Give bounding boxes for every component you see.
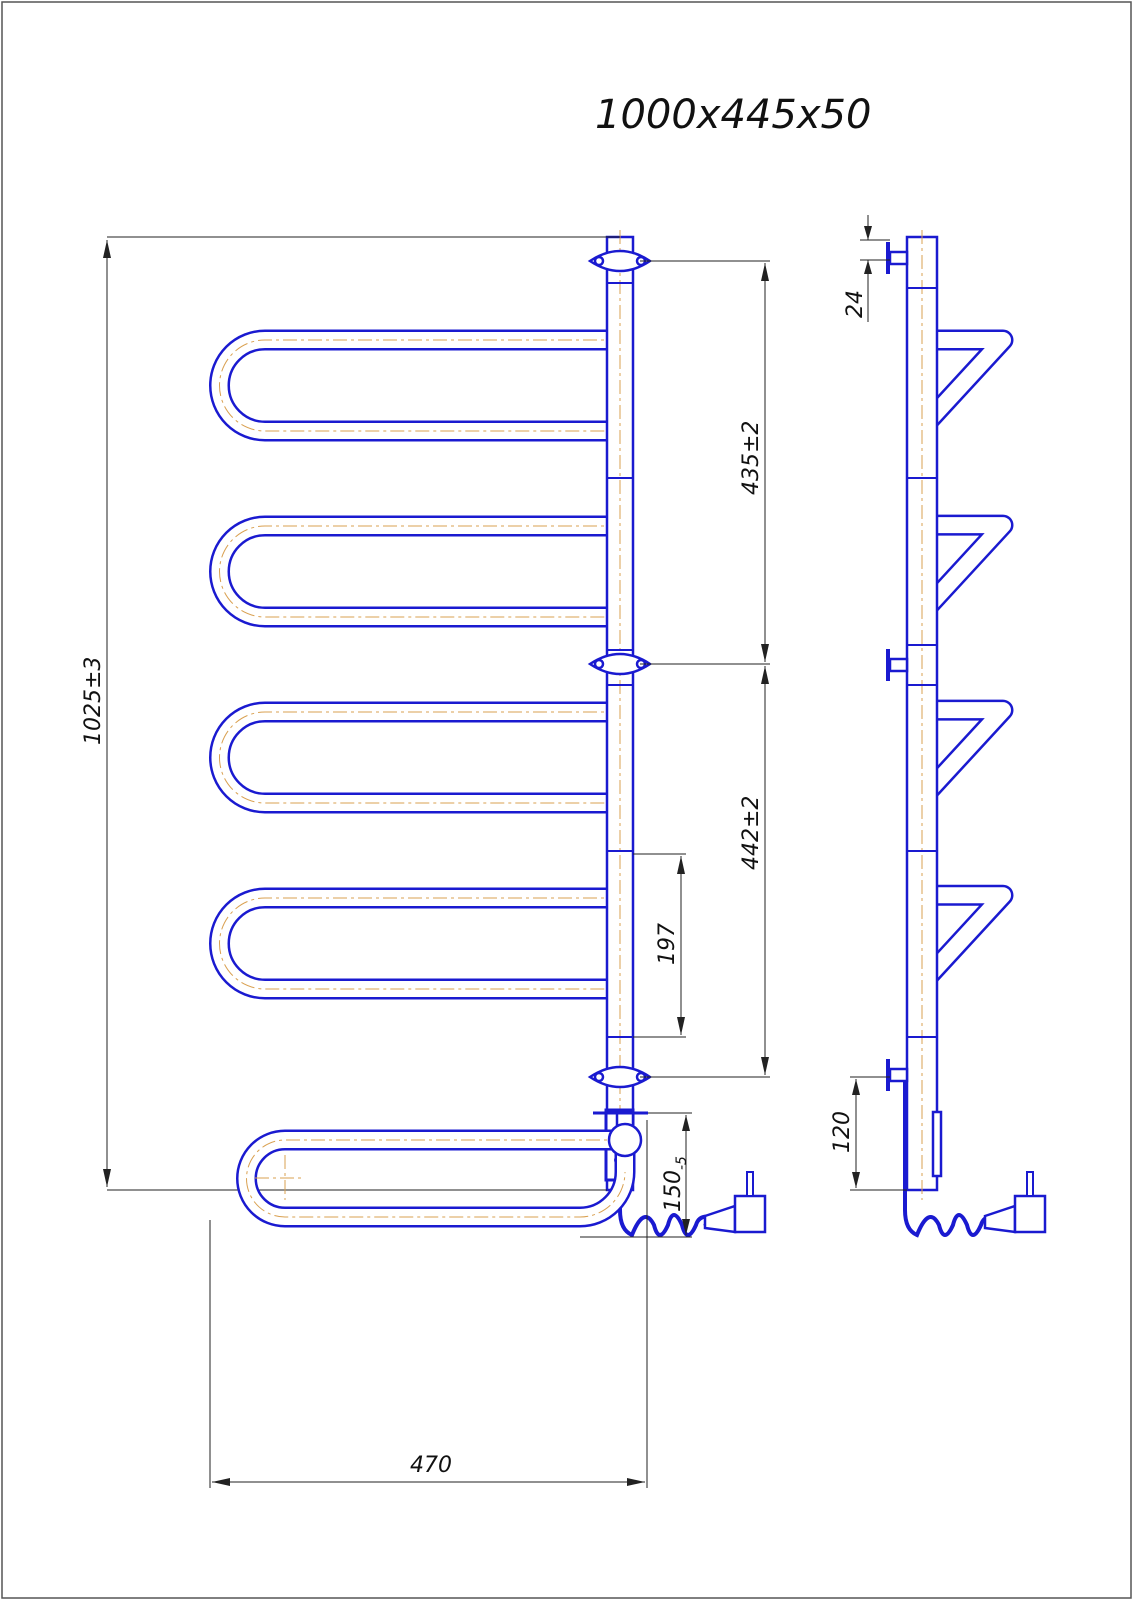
side-dimensions: 24 120 bbox=[830, 215, 907, 1191]
dim-lower-mount-spacing: 442±2 bbox=[739, 796, 764, 870]
plug-head bbox=[733, 1194, 767, 1234]
towel-loop bbox=[209, 329, 633, 442]
towel-loop bbox=[209, 701, 633, 814]
mount-pin bbox=[888, 250, 909, 266]
hook-inner bbox=[914, 702, 1011, 807]
dim-controller-height: 120 bbox=[830, 1111, 855, 1153]
dim-upper-mount-spacing: 435±2 bbox=[739, 421, 764, 495]
towel-loop-inner bbox=[211, 518, 630, 625]
towel-loop-inner bbox=[211, 704, 630, 811]
loop-centerline bbox=[219, 711, 622, 804]
loop-centerline bbox=[219, 339, 622, 432]
mount-pin bbox=[888, 657, 909, 673]
top-view: 150-5 470 bbox=[209, 1111, 692, 1488]
towel-loop bbox=[209, 887, 633, 1000]
riser-section bbox=[607, 1122, 643, 1158]
dim-overall-height: 1025±3 bbox=[81, 657, 106, 745]
dim-depth: 150-5 bbox=[661, 1156, 690, 1212]
side-view bbox=[886, 230, 1047, 1238]
towel-loop-inner bbox=[211, 890, 630, 997]
bracket-screw bbox=[593, 1071, 605, 1083]
power-cable bbox=[618, 1190, 714, 1238]
drawing-title: 1000x445x50 bbox=[595, 92, 871, 138]
dim-loop-pitch: 197 bbox=[655, 923, 680, 965]
mount-pin bbox=[888, 1067, 909, 1083]
side-controller bbox=[931, 1110, 943, 1178]
dim-width: 470 bbox=[410, 1453, 452, 1478]
plug-pin bbox=[1026, 1171, 1034, 1197]
plug-body bbox=[983, 1204, 1017, 1234]
front-view bbox=[209, 230, 767, 1238]
loop-centerline bbox=[219, 897, 622, 990]
hook-inner bbox=[914, 332, 1011, 436]
power-cable bbox=[903, 1080, 1000, 1238]
plug-pin bbox=[746, 1171, 754, 1197]
plug-body bbox=[703, 1204, 737, 1234]
plug-head bbox=[1013, 1194, 1047, 1234]
bracket-screw bbox=[593, 255, 605, 267]
hook-inner bbox=[914, 517, 1011, 622]
dim-wall-offset: 24 bbox=[843, 290, 868, 318]
towel-loop-inner bbox=[211, 332, 630, 439]
loop-centerline bbox=[219, 525, 622, 618]
bracket-screw bbox=[593, 658, 605, 670]
hook-inner bbox=[914, 887, 1011, 992]
front-dimensions: 1025±3 435±2 442±2 197 bbox=[81, 236, 770, 1191]
towel-loop bbox=[209, 515, 633, 628]
